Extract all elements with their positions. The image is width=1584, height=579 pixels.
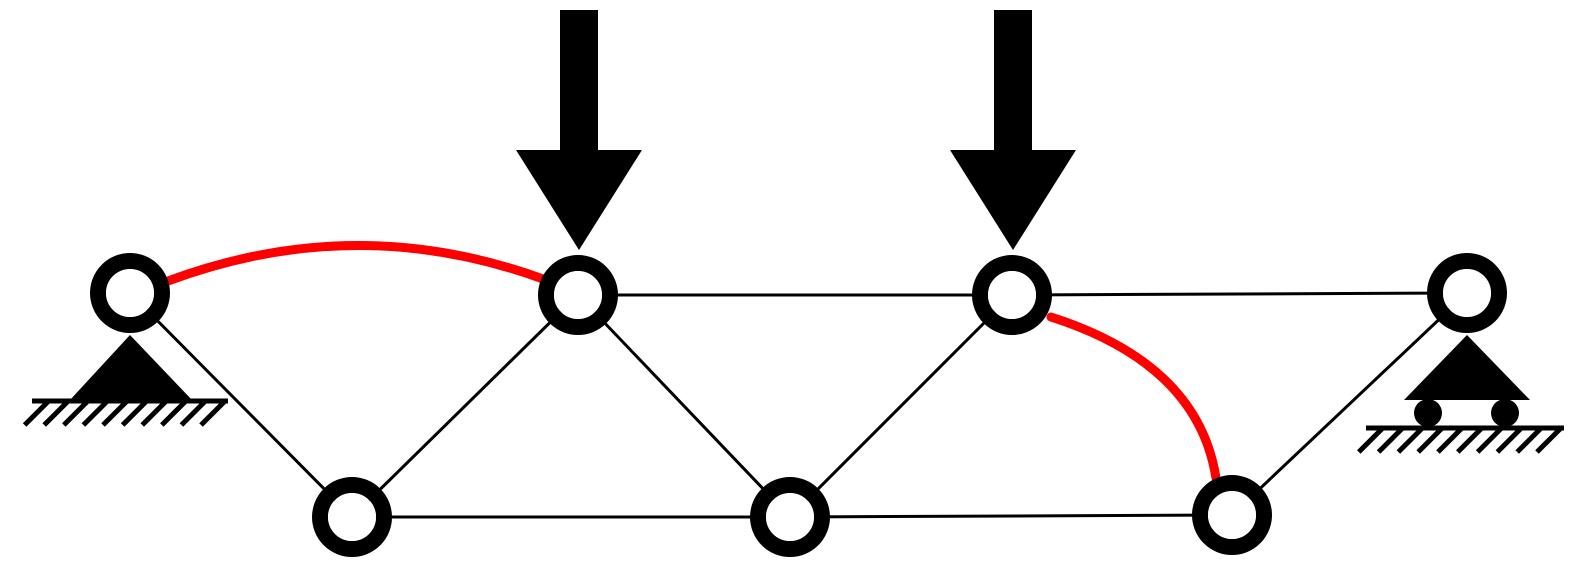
- roller-support-right-hatch-mark: [1436, 426, 1464, 454]
- roller-support-right-hatch-mark: [1535, 426, 1563, 454]
- roller-support-right-triangle: [1404, 335, 1530, 400]
- point-load-arrow-right[interactable]: [950, 10, 1076, 250]
- point-load-arrow-right-head: [950, 150, 1076, 250]
- pin-support-left-hatch-mark: [62, 399, 90, 427]
- roller-support-right[interactable]: [1357, 335, 1564, 454]
- point-loads-layer: [516, 10, 1076, 250]
- pin-support-left-hatch-mark: [179, 399, 208, 427]
- top-mid-left-node[interactable]: [538, 255, 618, 335]
- highlighted-members-layer: [163, 241, 1221, 483]
- pin-support-left-hatch-mark: [81, 399, 110, 427]
- pin-support-left-hatch-mark: [120, 399, 149, 427]
- pin-support-left-hatch-mark: [199, 399, 227, 427]
- bottom-right-node[interactable]: [1192, 475, 1272, 555]
- top-right-node-hole: [1443, 269, 1491, 317]
- bottom-left-node[interactable]: [312, 477, 392, 557]
- roller-support-right-roller-1: [1414, 399, 1442, 427]
- roller-support-right-hatch-mark: [1376, 426, 1405, 454]
- roller-support-right-hatch-mark: [1495, 426, 1524, 454]
- top-mid-left-node-ring: [538, 255, 618, 335]
- diagonal-N1-N5[interactable]: [128, 291, 354, 519]
- bottom-mid-node-hole: [766, 493, 814, 541]
- pin-support-left-hatch-mark: [42, 399, 71, 427]
- highlighted-member-N3-N7[interactable]: [1046, 312, 1221, 483]
- diagonal-N7-N4[interactable]: [1230, 291, 1469, 517]
- diagonal-N5-N2[interactable]: [350, 293, 580, 519]
- top-mid-right-node[interactable]: [972, 255, 1052, 335]
- bottom-left-node-ring: [312, 477, 392, 557]
- point-load-arrow-right-shaft: [994, 10, 1032, 150]
- pin-support-left-hatch-mark: [140, 399, 169, 427]
- highlighted-member-N1-N2[interactable]: [163, 241, 548, 286]
- pin-support-left-hatch-mark: [101, 399, 129, 427]
- pin-support-left-hatch-mark: [160, 399, 188, 427]
- top-right-node[interactable]: [1427, 253, 1507, 333]
- point-load-arrow-left-head: [516, 150, 642, 250]
- roller-support-right-hatch-mark: [1456, 426, 1484, 454]
- pin-support-left-hatch-mark: [22, 399, 51, 427]
- roller-support-right-hatch-mark: [1396, 426, 1425, 454]
- bottom-left-node-hole: [328, 493, 376, 541]
- pin-support-left-triangle: [70, 335, 192, 400]
- roller-support-right-hatch-mark: [1515, 426, 1543, 454]
- roller-support-right-hatch-mark: [1416, 426, 1444, 454]
- top-mid-right-node-hole: [988, 271, 1036, 319]
- top-left-node-hole: [106, 269, 154, 317]
- truss-members-layer: [128, 291, 1469, 519]
- diagonal-N2-N6[interactable]: [576, 293, 792, 519]
- roller-support-right-roller-2: [1491, 399, 1519, 427]
- bottom-right-node-ring: [1192, 475, 1272, 555]
- bottom-mid-node[interactable]: [750, 477, 830, 557]
- top-right-node-ring: [1427, 253, 1507, 333]
- point-load-arrow-left-shaft: [560, 10, 598, 150]
- roller-support-right-hatch-mark: [1475, 426, 1504, 454]
- supports-layer: [22, 335, 1564, 454]
- top-mid-left-node-hole: [554, 271, 602, 319]
- diagonal-N6-N3[interactable]: [788, 293, 1014, 519]
- roller-support-right-hatch-mark: [1357, 426, 1385, 454]
- top-mid-right-node-ring: [972, 255, 1052, 335]
- point-load-arrow-left[interactable]: [516, 10, 642, 250]
- bottom-right-node-hole: [1208, 491, 1256, 539]
- bottom-chord-N6-N7[interactable]: [789, 513, 1233, 519]
- truss-nodes-layer: [90, 253, 1507, 557]
- top-left-node-ring: [90, 253, 170, 333]
- pin-support-left[interactable]: [22, 335, 228, 427]
- top-chord-N3-N4[interactable]: [1011, 291, 1468, 297]
- top-left-node[interactable]: [90, 253, 170, 333]
- bottom-mid-node-ring: [750, 477, 830, 557]
